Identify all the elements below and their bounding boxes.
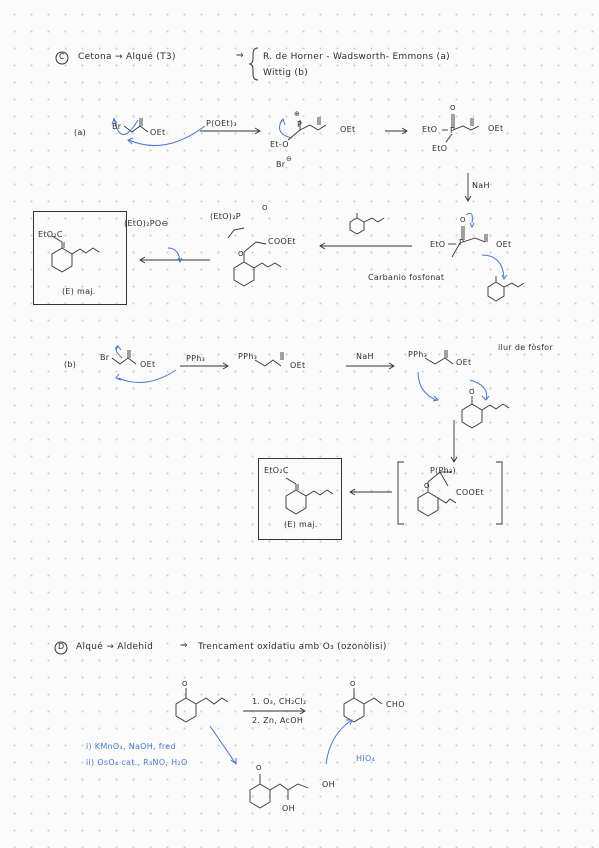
- intermediate-b-o: O: [424, 482, 430, 490]
- part-a-product-oet: OEt: [340, 125, 356, 134]
- part-b-base: NaH: [356, 352, 374, 361]
- ketone-b-o: O: [469, 388, 475, 396]
- carbanion-oet: OEt: [496, 240, 512, 249]
- ylide-oet: OEt: [456, 358, 472, 367]
- part-a-reagent-br: Br: [112, 122, 122, 131]
- part-a-minus: ⊖: [286, 155, 293, 163]
- part-b-label: (b): [64, 360, 77, 369]
- carbanion-eto: EtO: [430, 240, 446, 249]
- ketone-d-o: O: [182, 680, 188, 688]
- part-a-reagent-oet: OEt: [150, 128, 166, 137]
- section-d-subtitle: Trencament oxidatiu amb O₃ (ozonòlisi): [198, 642, 387, 652]
- part-a-br-minus: Br: [276, 160, 286, 169]
- ylide-p: PPh₃: [408, 350, 428, 359]
- phosphonate-eto-bottom: EtO: [432, 144, 448, 153]
- ylide-note: ilur de fòsfor: [498, 343, 553, 352]
- carbanion-o: O: [460, 216, 466, 224]
- alt-reagent-2: ii) OsO₄ cat., R₃NO, H₂O: [86, 758, 188, 767]
- part-b-reagent-oet: OEt: [140, 360, 156, 369]
- step-1: 1. O₃, CH₂Cl₂: [252, 697, 307, 706]
- section-c-arrow: ⇒: [236, 51, 244, 61]
- part-a-eto-label: Et-O: [270, 140, 289, 149]
- intermediate-o-left: O: [238, 250, 244, 258]
- step-2: 2. Zn, AcOH: [252, 716, 304, 725]
- part-b-salt-oet: OEt: [290, 361, 306, 370]
- part-a-plus: ⊕: [294, 110, 301, 118]
- section-c-option-b: Wittig (b): [263, 68, 309, 78]
- part-b-arrow-reagent: PPh₃: [186, 354, 206, 363]
- product-b-co2et: EtO₂C: [264, 466, 289, 475]
- part-a-p-atom: P: [297, 120, 303, 129]
- part-a-label: (a): [74, 128, 87, 137]
- section-d-marker-letter: D: [58, 642, 65, 651]
- eliminated-phosphate: (EtO)₂PO⊖: [124, 219, 169, 228]
- diol-o: O: [256, 764, 262, 772]
- intermediate-cooet: COOEt: [268, 237, 296, 246]
- carbanion-p: P: [459, 238, 465, 247]
- phosphonate-oet: OEt: [488, 124, 504, 133]
- intermediate-eto2: (EtO)₂P: [210, 212, 241, 221]
- section-c-marker-letter: C: [59, 52, 65, 61]
- intermediate-o-top: O: [262, 204, 268, 212]
- product-d-o: O: [350, 680, 356, 688]
- product-b-box: [258, 458, 342, 540]
- part-a-arrow-reagent: P(OEt)₃: [206, 119, 237, 128]
- product-a-label: (E) maj.: [62, 287, 96, 296]
- part-a-base: NaH: [472, 181, 490, 190]
- section-d-arrow: ⇒: [180, 641, 188, 651]
- phosphonate-o: O: [450, 104, 456, 112]
- cleave-reagent: HIO₄: [356, 754, 376, 763]
- section-d-title: Alqué → Aldehid: [76, 642, 154, 652]
- section-c-title: Cetona → Alqué (T3): [78, 52, 176, 62]
- diol-oh-2: OH: [282, 804, 295, 813]
- intermediate-b-cooet: COOEt: [456, 488, 484, 497]
- phosphonate-p: P: [450, 126, 456, 135]
- carbanion-label: Carbanio fosfonat: [368, 273, 445, 282]
- product-d-cho: CHO: [386, 700, 405, 709]
- product-a-co2et: EtO₂C: [38, 230, 63, 239]
- part-b-reagent-br: Br: [100, 353, 110, 362]
- section-c-option-a: R. de Horner - Wadsworth- Emmons (a): [263, 52, 450, 62]
- phosphonate-eto-top: EtO: [422, 125, 438, 134]
- part-b-salt: PPh₃: [238, 352, 258, 361]
- product-a-box: [33, 211, 127, 305]
- diol-oh-1: OH: [322, 780, 335, 789]
- alt-reagent-1: i) KMnO₄, NaOH, fred: [86, 742, 176, 751]
- product-b-label: (E) maj.: [284, 520, 318, 529]
- intermediate-b-p: P(Ph₃): [430, 466, 456, 475]
